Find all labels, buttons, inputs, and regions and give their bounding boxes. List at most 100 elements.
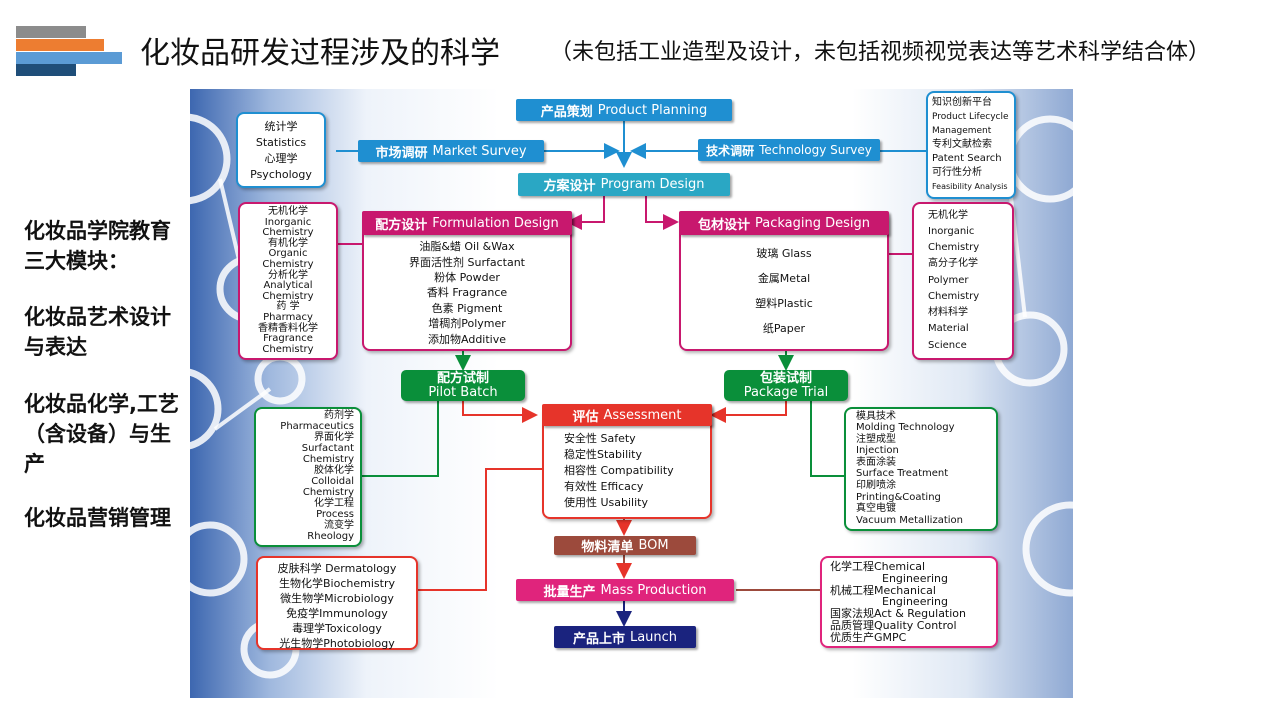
- tech-sci-line: Feasibility Analysis: [932, 181, 1008, 191]
- bio-sci-line: 皮肤科学 Dermatology: [277, 562, 397, 575]
- left-item-education: 化妆品学院教育三大模块：: [24, 219, 171, 273]
- tech-sci-line: 知识创新平台: [932, 96, 992, 108]
- package-sci-line: Printing&Coating: [856, 491, 941, 503]
- product-planning-en: Product Planning: [597, 102, 708, 118]
- packaging-science-box: 无机化学 Inorganic Chemistry 高分子化学 Polymer C…: [912, 202, 1014, 360]
- launch-en: Launch: [629, 629, 678, 645]
- packaging-sci-line: 无机化学: [928, 209, 968, 221]
- packaging-items: 玻璃 Glass 金属Metal 塑料Plastic 纸Paper: [681, 213, 887, 341]
- engineering-science-box: 化学工程Chemical Engineering 机械工程Mechanical …: [820, 556, 998, 648]
- bio-sci-line: 免疫学Immunology: [286, 607, 388, 620]
- package-sci-line: Molding Technology: [856, 422, 955, 434]
- bio-sci-line: 微生物学Microbiology: [280, 592, 394, 605]
- mass-production-cn: 批量生产: [543, 584, 596, 600]
- pilot-sci-line: Surfactant: [301, 443, 354, 455]
- technology-science-box: 知识创新平台 Product Lifecycle Management 专利文献…: [926, 91, 1016, 199]
- package-sci-line: 注塑成型: [856, 433, 896, 445]
- page-title: 化妆品研发过程涉及的科学: [140, 36, 500, 71]
- packaging-item: 金属Metal: [757, 272, 811, 285]
- pilot-sci-line: 胶体化学: [314, 465, 354, 477]
- bom-cn: 物料清单: [581, 540, 634, 555]
- eng-sci-line: 品质管理Quality Control: [830, 618, 957, 632]
- formulation-sci-line: 香精香料化学: [258, 322, 318, 334]
- market-sci-line: Statistics: [255, 135, 307, 149]
- package-sci-line: 模具技术: [856, 410, 896, 422]
- formulation-sci-line: Chemistry: [262, 290, 314, 302]
- formulation-design-en: Formulation Design: [432, 215, 559, 231]
- page-subtitle: （未包括工业造型及设计，未包括视频视觉表达等艺术科学结合体）: [550, 40, 1211, 65]
- market-survey-cn: 市场调研: [375, 145, 428, 161]
- pilot-sci-line: Chemistry: [302, 487, 354, 499]
- package-sci-line: Vacuum Metallization: [856, 514, 963, 526]
- packaging-sci-line: 材料科学: [928, 307, 968, 319]
- market-sci-line: 统计学: [264, 119, 298, 133]
- eng-sci-line: 国家法规Act & Regulation: [830, 607, 967, 621]
- formulation-item: 油脂&蜡 Oil &Wax: [419, 240, 515, 254]
- packaging-sci-line: Material: [928, 323, 969, 335]
- pilot-sci-line: Pharmaceutics: [280, 421, 354, 433]
- pilot-sci-line: 界面化学: [314, 432, 354, 444]
- formulation-sci-line: Chemistry: [262, 227, 314, 239]
- pilot-sci-line: Colloidal: [311, 476, 354, 488]
- pilot-sci-line: Process: [316, 509, 354, 521]
- tech-sci-line: 专利文献检索: [932, 138, 992, 150]
- bio-science-box: 皮肤科学 Dermatology 生物化学Biochemistry 微生物学Mi…: [256, 556, 418, 650]
- assessment-item: 安全性 Safety: [564, 431, 636, 445]
- packaging-sci-line: Chemistry: [928, 290, 980, 302]
- technology-survey-en: Technology Survey: [759, 143, 872, 157]
- connector-arrows: [336, 121, 926, 627]
- packaging-design-en: Packaging Design: [755, 215, 871, 231]
- left-item-art: 化妆品艺术设计与表达: [24, 305, 171, 359]
- packaging-design-cn: 包材设计: [697, 217, 750, 233]
- formulation-sci-line: Pharmacy: [263, 311, 313, 323]
- packaging-design-box: 包材设计 Packaging Design 玻璃 Glass 金属Metal 塑料…: [679, 211, 889, 351]
- formulation-science-box: 无机化学 Inorganic Chemistry 有机化学 Organic Ch…: [238, 202, 338, 360]
- program-design-en: Program Design: [600, 177, 705, 192]
- header-bar-gray: [16, 26, 86, 38]
- formulation-sci-line: Organic: [268, 248, 308, 260]
- packaging-item: 玻璃 Glass: [756, 247, 812, 260]
- formulation-item: 色素 Pigment: [431, 301, 503, 315]
- formulation-sci-line: 无机化学: [268, 206, 308, 217]
- eng-sci-line: 化学工程Chemical: [830, 560, 926, 574]
- technology-survey-label: 技术调研 Technology Survey: [698, 139, 880, 161]
- formulation-item: 香料 Fragrance: [426, 286, 508, 300]
- formulation-sci-line: Fragrance: [263, 333, 313, 345]
- assessment-item: 相容性 Compatibility: [564, 463, 674, 477]
- package-sci-line: 印刷喷涂: [856, 480, 896, 492]
- assessment-cn: 评估: [572, 409, 599, 425]
- pilot-sci-line: Chemistry: [302, 454, 354, 466]
- formulation-sci-line: Chemistry: [262, 343, 314, 355]
- package-trial-cn: 包装试制: [759, 370, 812, 386]
- bio-sci-line: 毒理学Toxicology: [292, 622, 382, 635]
- tech-sci-line: 可行性分析: [932, 166, 982, 178]
- packaging-sci-line: 高分子化学: [928, 258, 978, 270]
- technology-survey-cn: 技术调研: [706, 143, 755, 158]
- tech-sci-line: Product Lifecycle: [932, 111, 1009, 122]
- market-science-box: 统计学 Statistics 心理学 Psychology: [236, 112, 326, 188]
- eng-sci-line: 优质生产GMPC: [830, 630, 907, 644]
- formulation-item: 添加物Additive: [428, 332, 506, 346]
- assessment-item: 使用性 Usability: [564, 495, 648, 509]
- packaging-sci-line: Polymer: [928, 274, 969, 286]
- launch-cn: 产品上市: [572, 631, 625, 647]
- left-item-chemistry: 化妆品化学,工艺（含设备）与生产: [24, 392, 179, 476]
- bom-en: BOM: [638, 538, 669, 553]
- eng-sci-line: Engineering: [882, 572, 948, 586]
- left-item-marketing: 化妆品营销管理: [24, 506, 171, 530]
- package-sci-line: 表面涂装: [856, 456, 896, 468]
- header-bar-orange: [16, 39, 104, 51]
- tech-sci-line: Management: [932, 125, 992, 136]
- program-design-cn: 方案设计: [543, 179, 596, 194]
- formulation-sci-line: Inorganic: [264, 216, 312, 228]
- pilot-sci-line: Rheology: [307, 531, 354, 543]
- assessment-item: 有效性 Efficacy: [564, 479, 644, 493]
- assessment-item: 稳定性Stability: [564, 447, 643, 461]
- market-sci-line: Psychology: [250, 167, 312, 181]
